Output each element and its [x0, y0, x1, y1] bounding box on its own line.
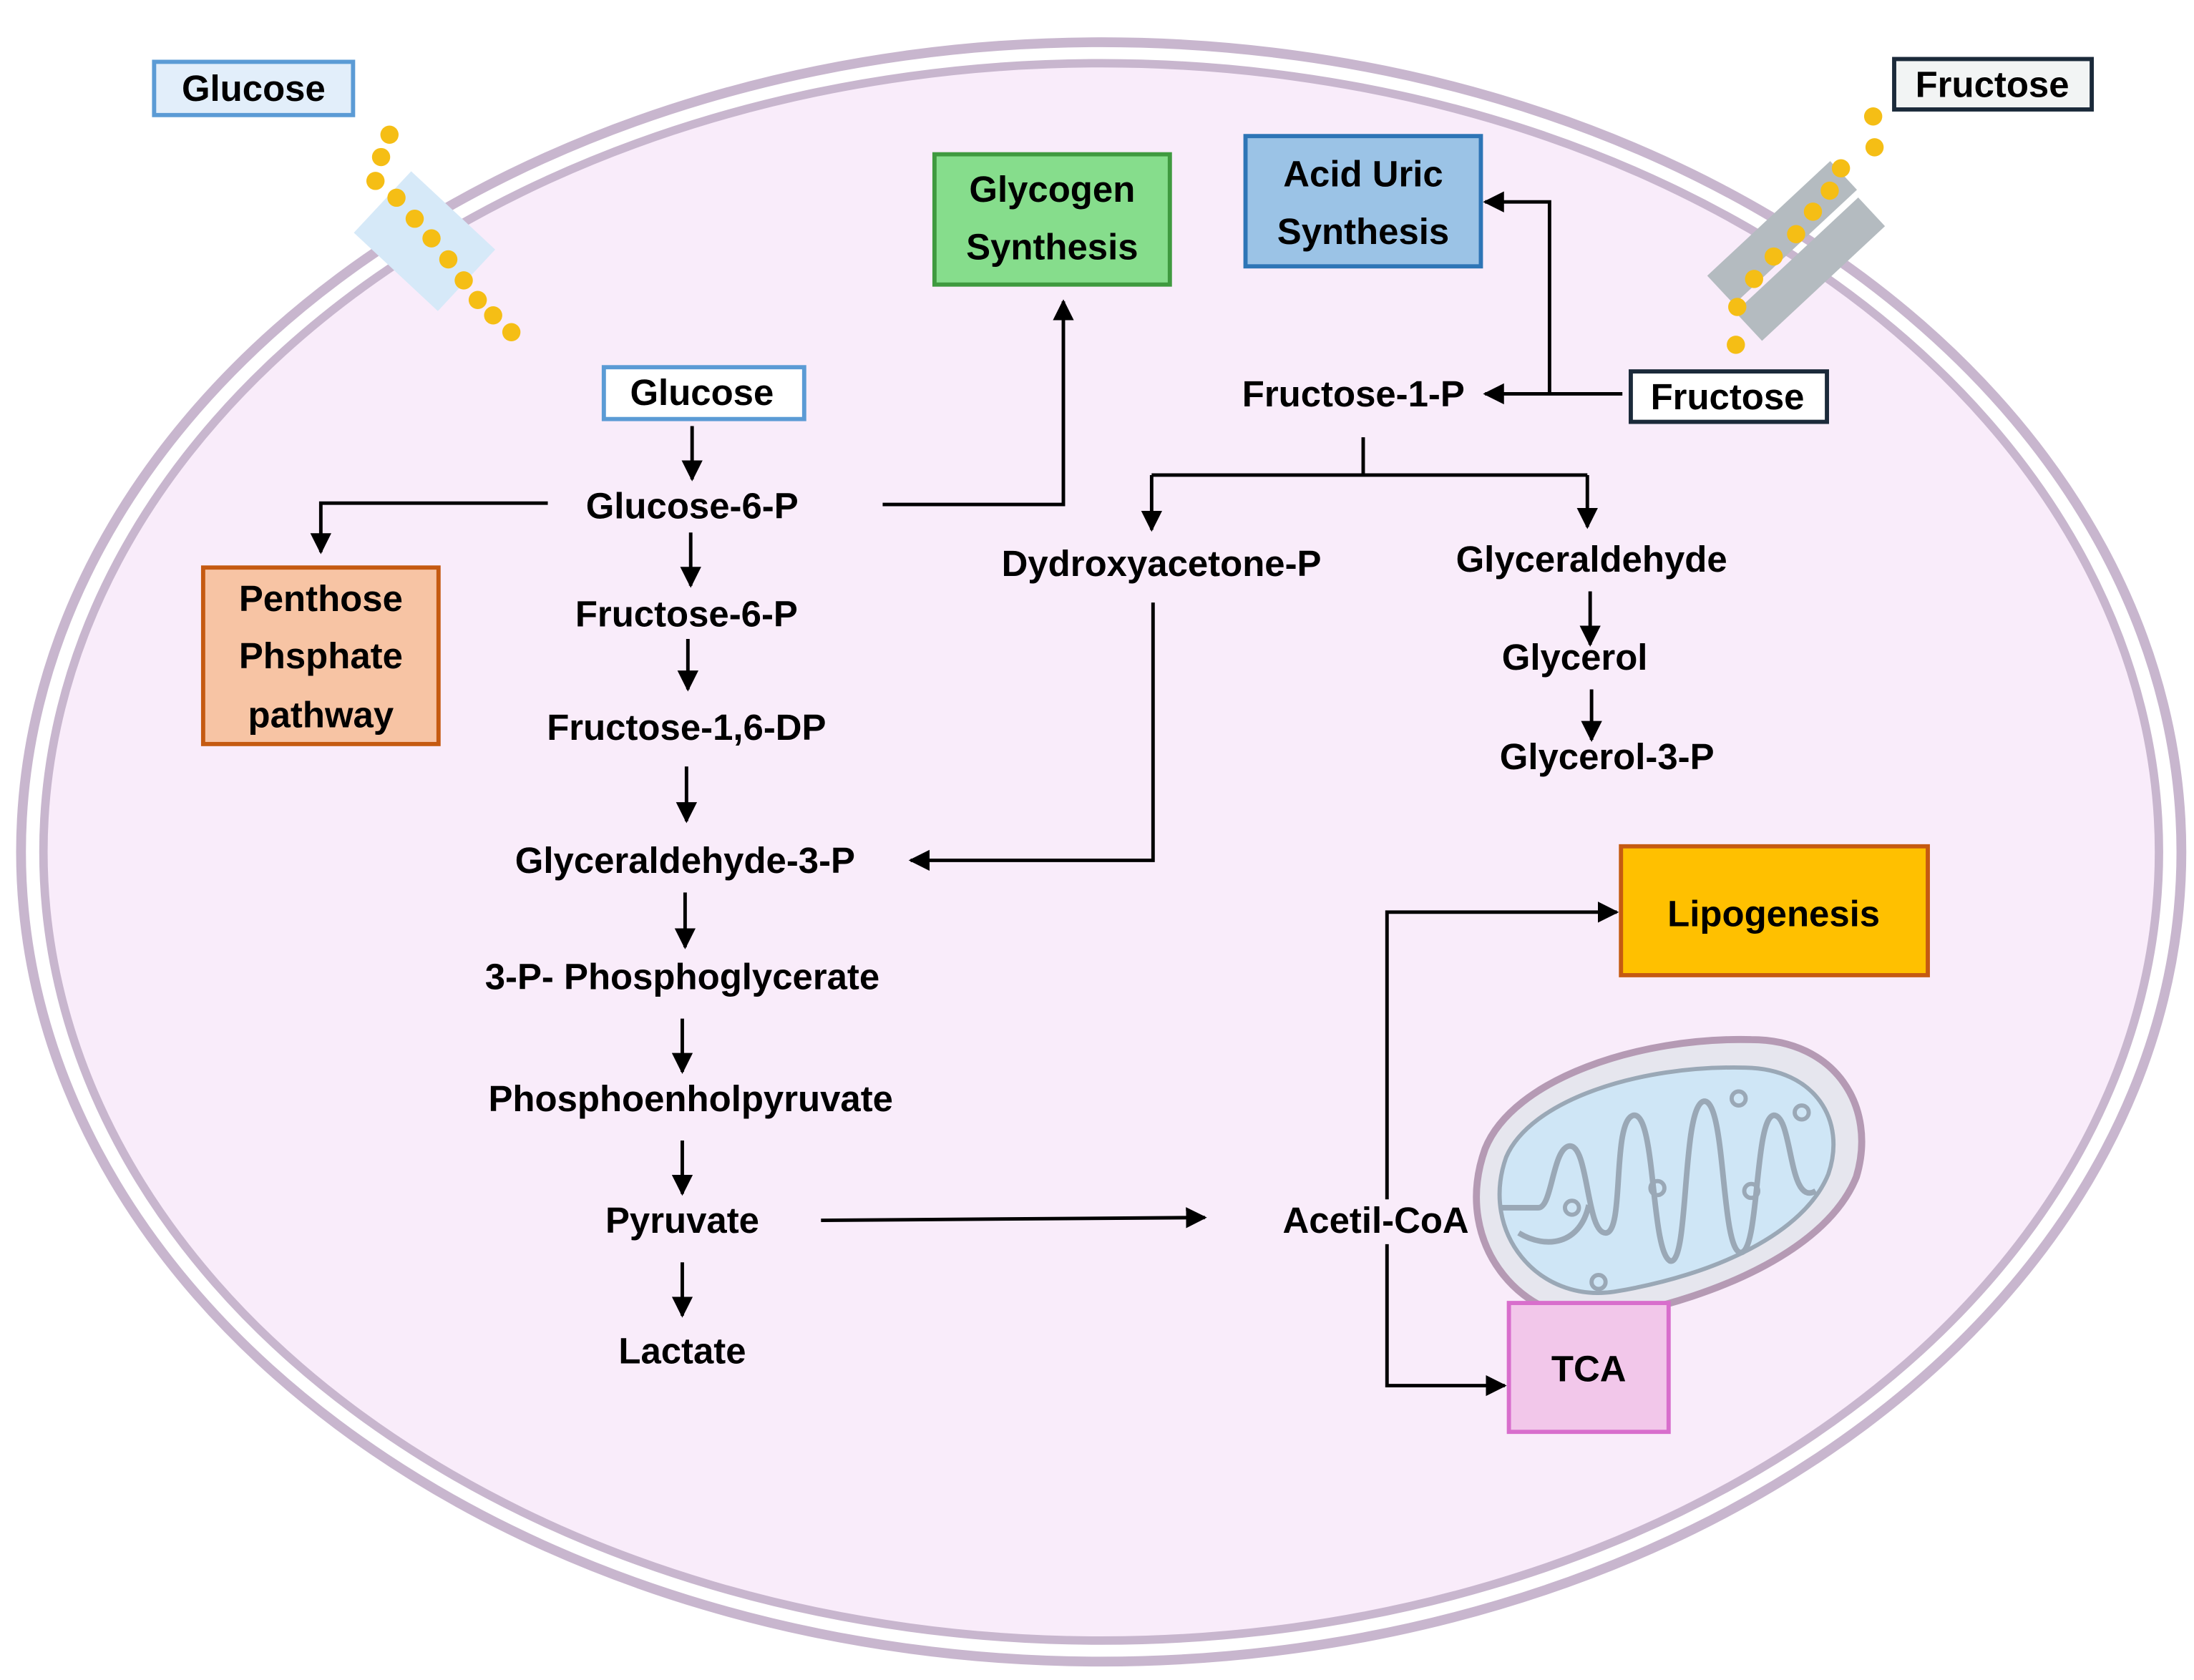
- mito-granule: [1729, 1089, 1748, 1108]
- arrow-acetyl-coa-to-lipogenesis: [1385, 902, 1619, 1200]
- fructose-inside-label: Fructose: [1651, 376, 1805, 417]
- mito-granule: [1793, 1103, 1811, 1122]
- penthose-line1: Penthose: [239, 578, 403, 619]
- acid-uric-synthesis-box: Acid Uric Synthesis: [1243, 134, 1483, 269]
- glucose-6-p-label: Glucose-6-P: [586, 486, 799, 527]
- lipogenesis-box: Lipogenesis: [1619, 844, 1930, 977]
- fructose-1-p-label: Fructose-1-P: [1242, 373, 1465, 414]
- penthose-line2: Phsphate: [239, 635, 403, 676]
- cell-membrane-outer: [16, 37, 2187, 1667]
- fructose-6-p-label: Fructose-6-P: [575, 593, 798, 634]
- arrow-pyruvate-to-acetyl-coa: [821, 1207, 1207, 1229]
- arrow-dihydroxyacetone-p-to-glyceraldehyde-3-p: [908, 602, 1155, 871]
- fructose-1-6-dp-label: Fructose-1,6-DP: [547, 707, 826, 748]
- fructose-transporter-channel: [1707, 107, 1886, 354]
- glycogen-synthesis-line1: Glycogen: [969, 169, 1135, 210]
- arrow-acetyl-coa-to-tca: [1385, 1244, 1507, 1397]
- arrow-glucose-6-p-to-penthose: [310, 501, 548, 555]
- phosphoenolpyruvate-label: Phosphoenholpyruvate: [488, 1078, 893, 1119]
- glycerol-label: Glycerol: [1502, 637, 1648, 678]
- fructose-molecules: [1727, 107, 1884, 354]
- penthose-phosphate-pathway-box: Penthose Phsphate pathway: [200, 565, 441, 746]
- mito-granule: [1562, 1198, 1581, 1217]
- lipogenesis-label: Lipogenesis: [1667, 893, 1880, 934]
- glucose-inside-box: Glucose: [601, 365, 806, 421]
- glyceraldehyde-3-p-label: Glyceraldehyde-3-P: [515, 840, 855, 881]
- glucose-transporter-channel: [354, 125, 521, 342]
- mitochondrion: [1473, 1035, 1866, 1322]
- mito-granule: [1742, 1181, 1761, 1201]
- fructose-outside-label: Fructose: [1916, 64, 2069, 104]
- arrow-glucose-6-p-to-glycogen: [882, 299, 1074, 507]
- penthose-line3: pathway: [248, 694, 394, 735]
- acid-uric-synthesis-line2: Synthesis: [1277, 211, 1449, 252]
- acid-uric-synthesis-line1: Acid Uric: [1283, 154, 1443, 195]
- glucose-outside-label: Glucose: [182, 68, 326, 109]
- phosphoglycerate-label: 3-P- Phosphoglycerate: [485, 957, 879, 997]
- pathway-arrows: [310, 191, 1623, 1397]
- tca-label: TCA: [1551, 1349, 1627, 1390]
- glycerol-3-p-label: Glycerol-3-P: [1500, 736, 1715, 777]
- glyceraldehyde-label: Glyceraldehyde: [1456, 539, 1727, 580]
- glycogen-synthesis-line2: Synthesis: [966, 226, 1138, 267]
- fructose-inside-box: Fructose: [1629, 369, 1829, 424]
- mito-granule: [1589, 1272, 1608, 1291]
- glycogen-synthesis-box: Glycogen Synthesis: [932, 152, 1172, 287]
- acetyl-coa-label: Acetil-CoA: [1283, 1200, 1469, 1241]
- mito-granule: [1648, 1178, 1667, 1198]
- fructose-outside-box: Fructose: [1892, 57, 2095, 112]
- glucose-inside-label: Glucose: [630, 372, 774, 413]
- glucose-outside-box: Glucose: [152, 59, 356, 117]
- pyruvate-label: Pyruvate: [605, 1200, 759, 1241]
- dihydroxyacetone-p-label: Dydroxyacetone-P: [1002, 543, 1322, 584]
- tca-box: TCA: [1506, 1301, 1671, 1435]
- glucose-molecules: [366, 125, 521, 342]
- lactate-label: Lactate: [618, 1330, 746, 1371]
- arrow-fructose-to-acid-uric: [1483, 191, 1551, 394]
